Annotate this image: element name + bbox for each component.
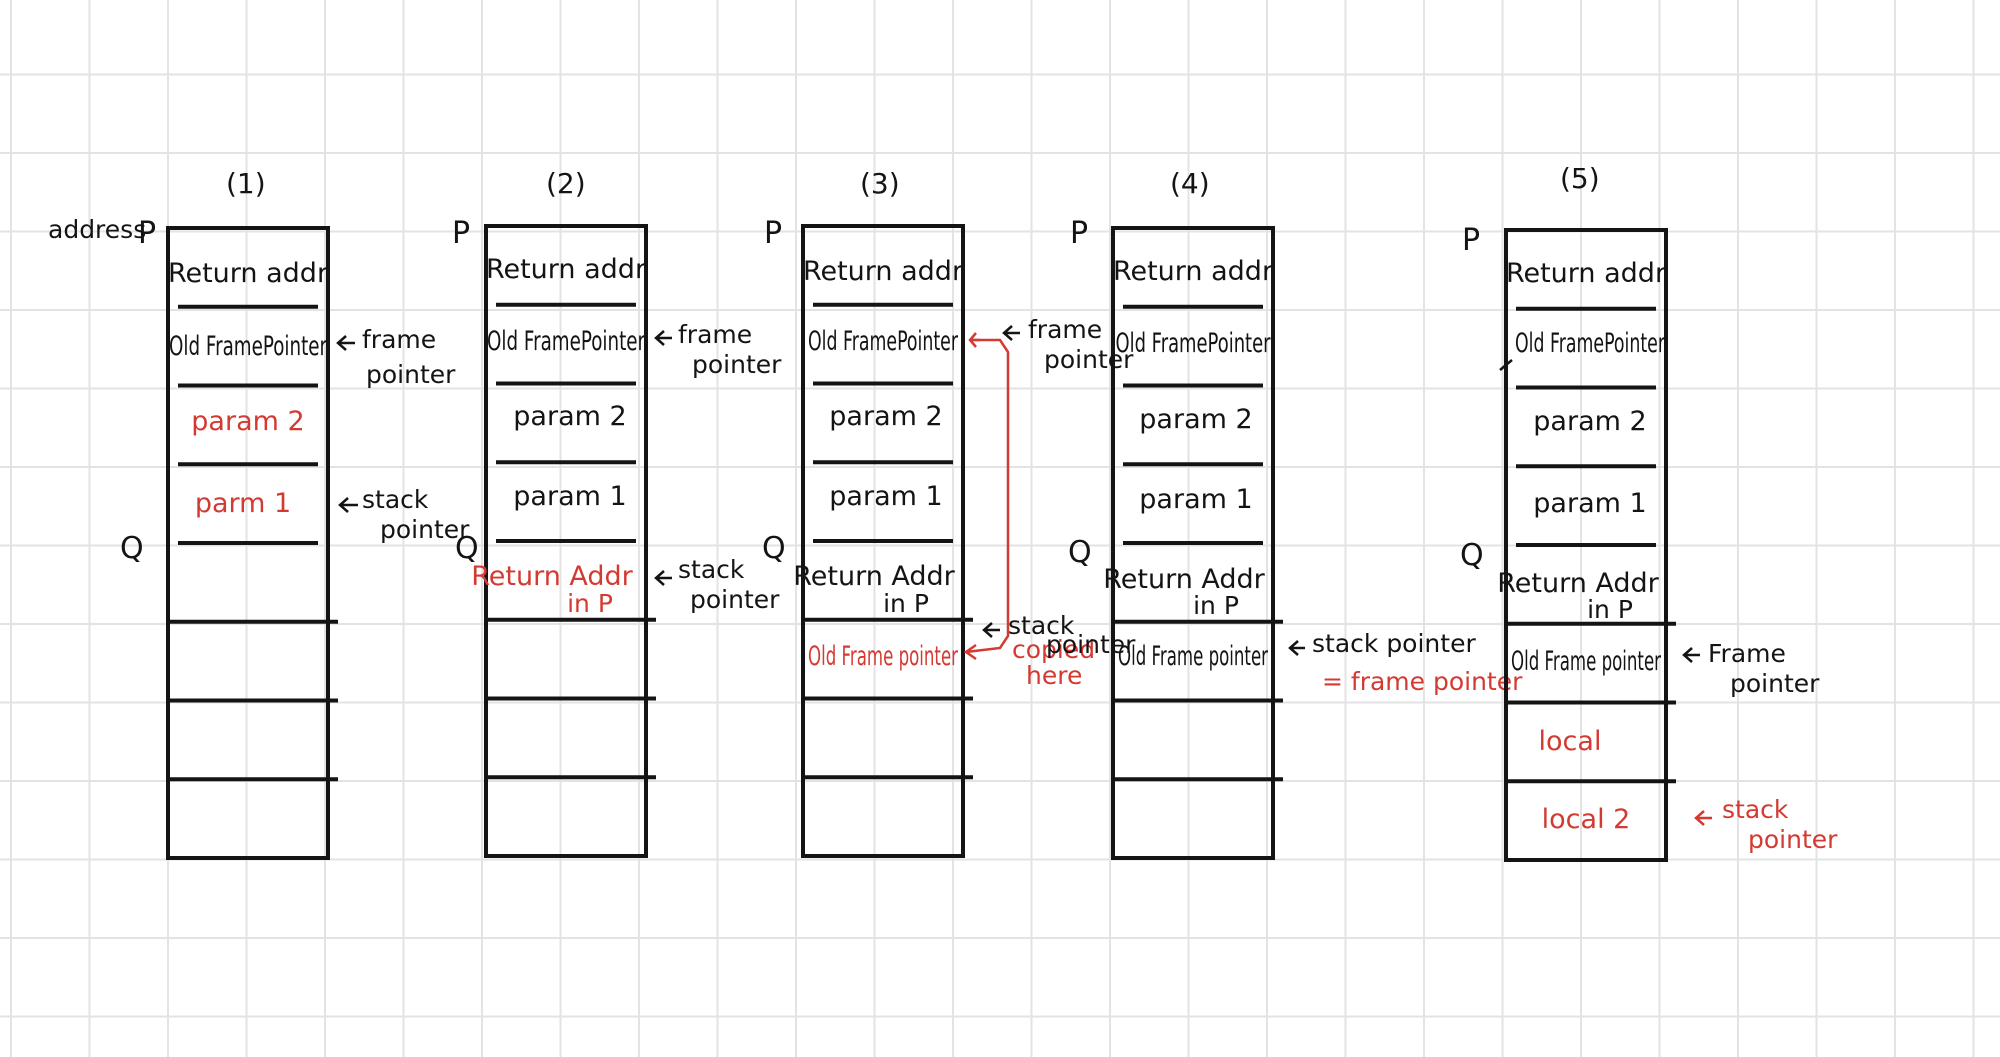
frame-pointer-arrow — [336, 335, 355, 351]
label-p: P — [452, 216, 470, 251]
slot-return-addr-in-p-sub: in P — [567, 589, 613, 618]
tick-mark — [1499, 359, 1513, 371]
slot-old-frame-pointer: Old FramePointer — [169, 331, 328, 362]
column-header: (1) — [226, 167, 266, 200]
stack-box — [801, 224, 965, 858]
stack-pointer-label: stack — [678, 555, 745, 584]
stack-pointer-arrow — [654, 570, 672, 586]
slot-param-1: parm 1 — [195, 488, 291, 519]
label-q: Q — [1460, 538, 1484, 573]
stack-column-4: (4) P Q Return addr Old FramePointer par… — [1068, 167, 1523, 860]
stack-column-1: (1) P Q Return addr Old FramePointer par… — [120, 167, 470, 860]
slot-param-1: param 1 — [829, 481, 942, 512]
stack-pointer-label-2: pointer — [1046, 630, 1136, 659]
slot-return-addr-in-p-sub: in P — [1587, 595, 1633, 624]
frame-pointer-equal-label: = frame pointer — [1322, 667, 1523, 696]
label-p: P — [1462, 223, 1480, 258]
copy-arrow-head — [968, 332, 980, 348]
column-header: (2) — [546, 167, 586, 200]
stack-pointer-label: stack — [1722, 795, 1789, 824]
slot-return-addr: Return addr — [803, 256, 964, 287]
copy-arrow — [963, 338, 1010, 661]
stack-pointer-label-2: pointer — [690, 585, 780, 614]
stack-pointer-label-2: pointer — [1748, 825, 1838, 854]
label-q: Q — [762, 531, 786, 566]
slot-return-addr-in-p: Return Addr — [793, 561, 955, 592]
stack-box — [1504, 228, 1668, 862]
slot-return-addr-in-p: Return Addr — [471, 561, 633, 592]
stack-column-2: (2) P Q Return addr Old FramePointer par… — [452, 167, 782, 858]
slot-param-1: param 1 — [513, 481, 626, 512]
slot-old-frame-pointer: Old FramePointer — [1515, 328, 1666, 359]
slot-return-addr: Return addr — [168, 258, 329, 289]
slot-old-frame-pointer-current: Old Frame pointer — [1511, 646, 1662, 677]
slot-return-addr-in-p-sub: in P — [883, 589, 929, 618]
slot-local: local — [1539, 726, 1602, 757]
column-header: (3) — [860, 167, 900, 200]
stack-box — [166, 226, 330, 860]
stack-column-5: (5) P Q Return addr Old FramePointer par… — [1460, 162, 1838, 862]
label-p: P — [764, 216, 782, 251]
slot-param-2: param 2 — [1139, 404, 1252, 435]
frame-pointer-label-2: pointer — [1044, 345, 1134, 374]
frame-pointer-label-2: pointer — [1730, 669, 1820, 698]
slot-old-frame-pointer: Old FramePointer — [808, 326, 959, 357]
frame-pointer-label-2: pointer — [692, 350, 782, 379]
stack-column-3: (3) P Q Return addr Old FramePointer par… — [762, 167, 1136, 858]
slot-param-2: param 2 — [513, 401, 626, 432]
column-header: (4) — [1170, 167, 1210, 200]
slot-return-addr-in-p: Return Addr — [1497, 568, 1659, 599]
stack-pointer-arrow — [1694, 810, 1712, 826]
label-q: Q — [120, 531, 144, 566]
slot-old-frame-pointer-copy: Old Frame pointer — [808, 641, 959, 672]
slot-return-addr: Return addr — [486, 254, 647, 285]
copied-label-2: here — [1026, 661, 1082, 690]
stack-pointer-arrow — [1288, 640, 1305, 656]
stack-box — [1111, 226, 1275, 860]
slot-return-addr-in-p: Return Addr — [1103, 564, 1265, 595]
slot-return-addr-in-p-sub: in P — [1193, 591, 1239, 620]
frame-pointer-label: frame — [362, 325, 436, 354]
label-q: Q — [455, 531, 479, 566]
slot-local-2: local 2 — [1542, 804, 1631, 835]
slot-old-frame-pointer-current: Old Frame pointer — [1118, 641, 1269, 672]
stack-pointer-label: stack — [362, 485, 429, 514]
stack-pointer-arrow — [338, 497, 358, 513]
address-label: address — [48, 215, 146, 244]
frame-pointer-arrow — [654, 330, 672, 346]
label-q: Q — [1068, 535, 1092, 570]
stack-box — [484, 224, 648, 858]
slot-old-frame-pointer: Old FramePointer — [1116, 328, 1272, 359]
slot-param-2: param 2 — [1533, 406, 1646, 437]
frame-pointer-label: frame — [1028, 315, 1102, 344]
slot-return-addr: Return addr — [1113, 256, 1274, 287]
slot-param-2: param 2 — [191, 406, 304, 437]
label-p: P — [1070, 216, 1088, 251]
slot-param-2: param 2 — [829, 401, 942, 432]
copied-label: copied — [1012, 635, 1095, 664]
frame-pointer-label: Frame — [1708, 639, 1786, 668]
label-p: P — [138, 216, 156, 251]
stack-pointer-label: stack pointer — [1312, 629, 1476, 658]
slot-param-1: param 1 — [1533, 488, 1646, 519]
stack-pointer-label-2: pointer — [380, 515, 470, 544]
slot-old-frame-pointer: Old FramePointer — [487, 326, 646, 357]
slot-param-1: param 1 — [1139, 484, 1252, 515]
frame-pointer-label: frame — [678, 320, 752, 349]
frame-pointer-arrow — [1682, 647, 1700, 663]
stack-pointer-label: stack — [1008, 611, 1075, 640]
slot-return-addr: Return addr — [1506, 258, 1667, 289]
stack-pointer-arrow — [982, 622, 1000, 638]
frame-pointer-arrow — [1002, 325, 1020, 341]
column-header: (5) — [1560, 162, 1600, 195]
frame-pointer-label-2: pointer — [366, 360, 456, 389]
